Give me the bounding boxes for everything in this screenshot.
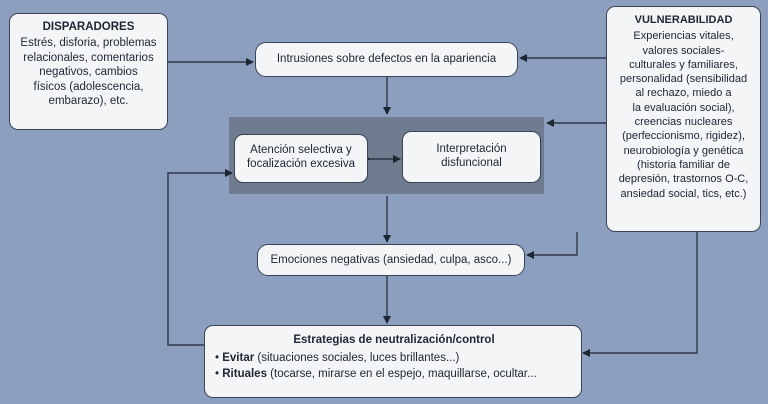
strategy-term: Evitar [222,351,255,364]
attention-line: focalización excesiva [246,158,356,171]
attention-box: Atención selectiva y focalización excesi… [234,134,368,183]
triggers-line: embarazo), etc. [48,94,129,107]
triggers-title: DISPARADORES [42,21,135,33]
interpretation-line: Interpretación [436,143,507,155]
vulnerability-line: al rechazo, miedo a [635,87,732,100]
arrow-vulnerability-to-strategies [582,232,698,357]
bullet-mark: • [215,351,220,364]
arrow-feedback-loop [167,169,233,346]
strategies-title: Estrategias de neutralización/control [293,334,495,346]
interpretation-line: disfuncional [441,157,502,170]
intrusions-text: Intrusiones sobre defectos en la aparien… [276,53,497,65]
vulnerability-line: personalidad (sensibilidad [619,73,748,86]
vulnerability-line: creencias nucleares [634,116,733,129]
strategy-item-rituals: • Rituales (tocarse, mirarse en el espej… [215,366,573,383]
interpretation-box: Interpretación disfuncional [402,131,541,183]
triggers-line: relacionales, comentarios [23,51,154,64]
triggers-box: DISPARADORES Estrés, disforia, problemas… [9,13,168,130]
arrow-vulnerability-to-emotions [526,232,578,259]
emotions-text: Emociones negativas (ansiedad, culpa, as… [270,254,512,266]
triggers-line: físicos (adolescencia, [33,80,144,93]
vulnerability-line: (perfeccionismo, rigidez), [622,130,745,143]
vulnerability-line: Experiencias vitales, [633,30,734,43]
strategies-box: Estrategias de neutralización/control • … [204,325,582,398]
intrusions-box: Intrusiones sobre defectos en la aparien… [255,42,518,77]
strategy-item-avoid: • Evitar (situaciones sociales, luces br… [215,350,573,367]
vulnerability-line: neurobiología y genética [623,144,744,157]
vulnerability-line: la evaluación social), [632,101,735,114]
attention-line: Atención selectiva y [250,144,352,156]
vulnerability-line: ansiedad social, tics, etc.) [620,187,747,200]
vulnerability-line: culturales y familiares, [629,58,738,71]
vulnerability-box: VULNERABILIDAD Experiencias vitales, val… [606,6,761,232]
triggers-line: negativos, cambios [39,66,138,79]
strategy-detail: (situaciones sociales, luces brillantes.… [254,351,460,364]
vulnerability-line: depresión, trastornos O-C, [618,173,749,186]
vulnerability-line: (historia familiar de [637,158,730,171]
vulnerability-title: VULNERABILIDAD [634,14,733,26]
strategy-detail: (tocarse, mirarse en el espejo, maquilla… [266,368,537,381]
emotions-box: Emociones negativas (ansiedad, culpa, as… [257,244,525,276]
vulnerability-line: valores sociales- [642,44,725,57]
strategy-term: Rituales [222,368,267,381]
triggers-line: Estrés, disforia, problemas [20,37,157,50]
bullet-mark: • [215,368,220,381]
